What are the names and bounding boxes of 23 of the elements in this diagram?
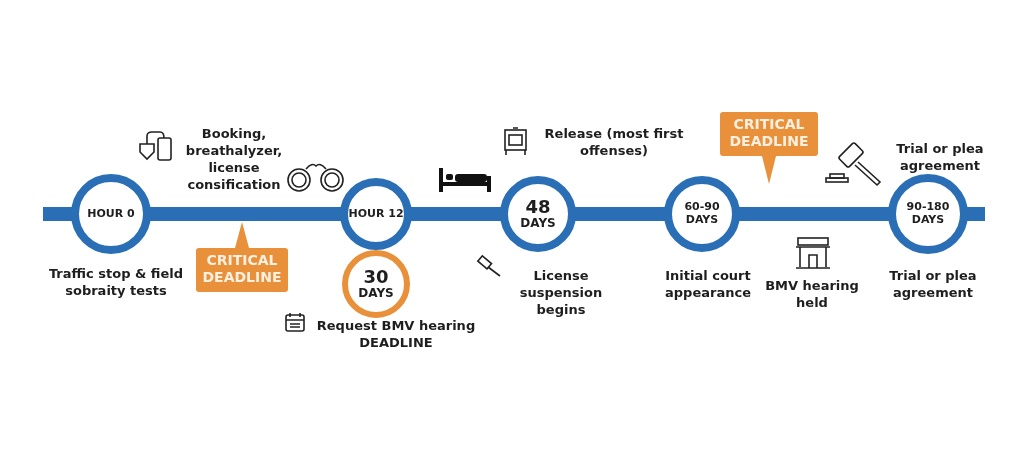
timeline-bar — [410, 207, 502, 221]
timeline-bar — [149, 207, 342, 221]
milestone-label: 30 DAYS — [357, 266, 395, 302]
milestone-caption: Traffic stop & field sobraity tests — [47, 266, 185, 300]
milestone-caption: Trial or plea agreement — [895, 141, 985, 175]
milestone-label: 48 DAYS — [519, 196, 557, 232]
milestone-label: HOUR 0 — [86, 207, 136, 221]
callout-box — [720, 112, 818, 184]
callout-box — [196, 222, 288, 292]
timeline-bar — [738, 207, 890, 221]
step-label: Release (most first offenses) — [543, 126, 685, 160]
callout-text: CRITICAL DEADLINE — [201, 252, 283, 286]
milestone-label: HOUR 12 — [348, 207, 404, 221]
callout-text: CRITICAL DEADLINE — [728, 116, 810, 150]
milestone-caption: Trial or plea agreement — [888, 268, 978, 302]
step-label: BMV hearing held — [764, 278, 860, 312]
milestone-caption: License suspension begins — [518, 268, 604, 319]
milestone-label: 60-90 DAYS — [683, 201, 721, 227]
milestone-label: 90-180 DAYS — [905, 201, 951, 227]
milestone-caption: Request BMV hearing DEADLINE — [315, 318, 477, 352]
step-label: Booking, breathalyzer, license consification — [184, 126, 284, 194]
timeline-bar — [574, 207, 666, 221]
milestone-caption: Initial court appearance — [664, 268, 752, 302]
